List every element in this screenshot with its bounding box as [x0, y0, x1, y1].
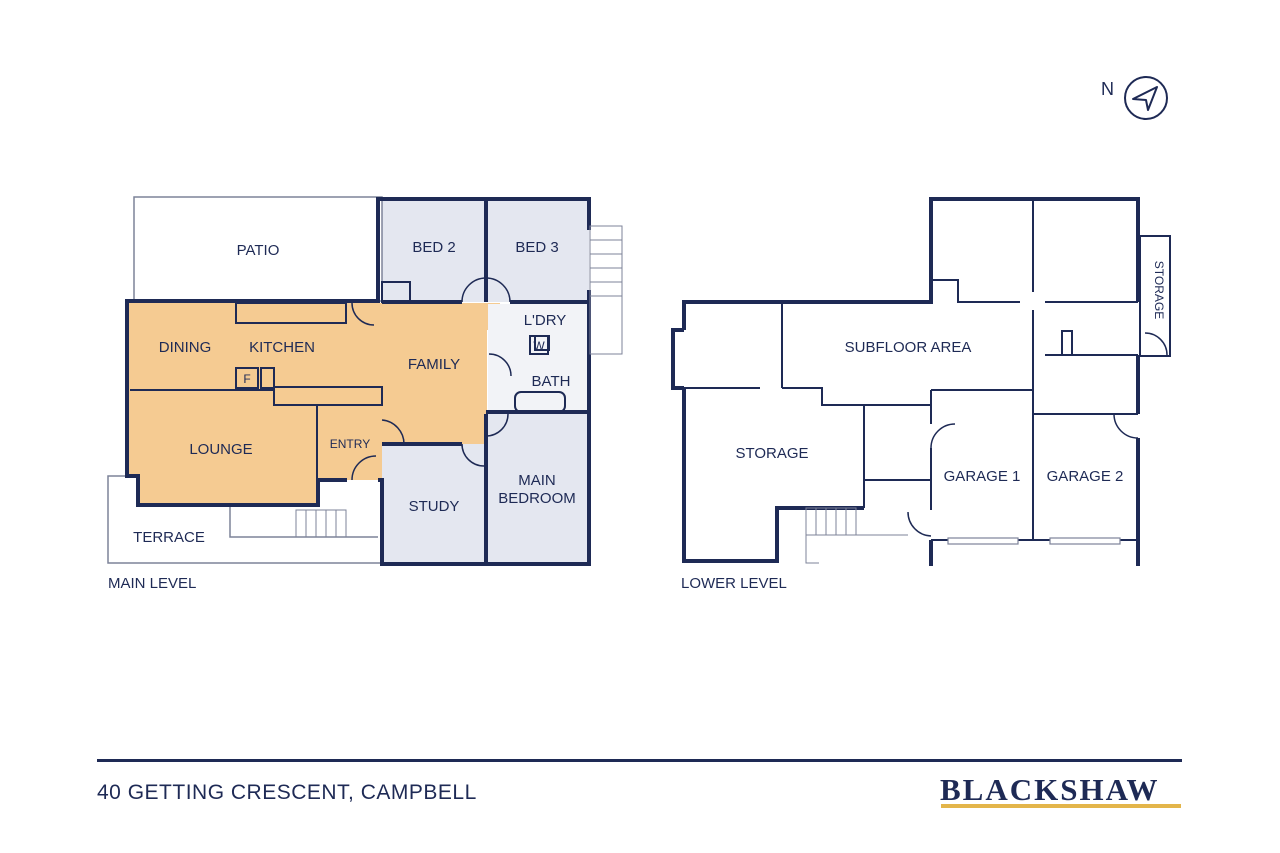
compass-north-label: N: [1101, 79, 1114, 99]
stairs-east: [589, 225, 623, 355]
room-label-entry: ENTRY: [330, 437, 370, 451]
stairs-lower: [805, 507, 857, 536]
living-area-fill: [127, 301, 500, 505]
room-label-main-bedroom-line2: BEDROOM: [498, 490, 576, 507]
main-level-wall-west: [125, 299, 347, 507]
terrace-outline: [107, 475, 380, 564]
door-bed3: [485, 277, 511, 303]
north-arrow-icon: [1132, 86, 1158, 111]
laundry-bath-fill: [488, 304, 588, 412]
main-level-label: MAIN LEVEL: [108, 575, 196, 592]
room-label-lounge: LOUNGE: [189, 441, 252, 458]
kitchen-bench: [235, 302, 347, 324]
property-address: 40 GETTING CRESCENT, CAMPBELL: [97, 781, 477, 804]
subfloor-column: [1061, 330, 1073, 356]
fridge-box: [235, 367, 259, 389]
door-lower-garage1: [930, 423, 956, 449]
room-label-study: STUDY: [409, 498, 460, 515]
room-label-terrace: TERRACE: [133, 529, 205, 546]
lower-level-outer-wall-west: [671, 328, 684, 390]
subfloor-divider-3: [782, 387, 931, 406]
room-label-subfloor: SUBFLOOR AREA: [845, 339, 972, 356]
door-bed2: [461, 277, 487, 303]
door-entry: [351, 455, 377, 481]
main-level-wall-north: [127, 197, 591, 303]
study-fill: [382, 444, 486, 564]
garage-north: [931, 389, 1034, 540]
main-level-wall-east: [378, 290, 591, 566]
brand-underline: [941, 804, 1181, 808]
door-mainbed: [485, 413, 509, 437]
main-level-plan: PATIO BED 2 BED 3 L'DRY W DINING KITCHEN…: [107, 196, 623, 592]
door-lower-garage2: [1113, 413, 1139, 439]
garage1-door: [947, 537, 1019, 545]
fridge-label: F: [243, 372, 250, 386]
north-compass: [1124, 76, 1168, 120]
door-kitchen: [351, 302, 375, 326]
lower-level-outer-wall: [682, 197, 1140, 330]
subfloor-divider-6: [1032, 310, 1138, 415]
brand-logo: BLACKSHAW: [940, 772, 1160, 807]
storage-room-inner: [864, 479, 932, 500]
compass-circle: [1124, 76, 1168, 120]
room-label-garage2: GARAGE 2: [1047, 468, 1124, 485]
room-label-garage1: GARAGE 1: [944, 468, 1021, 485]
room-label-lower-storage: STORAGE: [735, 445, 808, 462]
room-label-kitchen: KITCHEN: [249, 339, 315, 356]
door-side-storage: [1144, 332, 1168, 356]
main-bedroom-fill: [486, 414, 589, 564]
washer-box: [529, 335, 549, 355]
room-label-bath: BATH: [532, 373, 571, 390]
door-lower-entry: [907, 511, 932, 537]
garage2-door: [1049, 537, 1121, 545]
subfloor-divider-4: [931, 279, 1020, 303]
room-label-bed2: BED 2: [412, 239, 455, 256]
room-label-main-bedroom-line1: MAIN: [518, 472, 556, 489]
door-entry-inner: [381, 419, 405, 445]
room-label-laundry: L'DRY: [524, 312, 567, 329]
stairs-terrace: [295, 509, 347, 538]
pantry-box: [260, 367, 275, 389]
room-label-family: FAMILY: [408, 356, 460, 373]
washer-label: W: [533, 339, 545, 353]
room-label-dining: DINING: [159, 339, 212, 356]
lower-path: [805, 535, 819, 564]
side-storage-box: [1139, 235, 1171, 357]
bath-tub: [514, 391, 566, 413]
footer-divider: [97, 759, 1182, 762]
room-label-bed3: BED 3: [515, 239, 558, 256]
room-label-side-storage: STORAGE: [1152, 261, 1166, 319]
door-study: [461, 443, 485, 467]
hall-cupboard: [381, 281, 411, 303]
kitchen-island: [273, 386, 383, 406]
room-label-patio: PATIO: [237, 242, 280, 259]
lower-level-label: LOWER LEVEL: [681, 575, 787, 592]
door-laundry: [488, 353, 512, 377]
lower-level-plan: SUBFLOOR AREA STORAGE GARAGE 1 GARAGE 2 …: [671, 197, 1171, 592]
